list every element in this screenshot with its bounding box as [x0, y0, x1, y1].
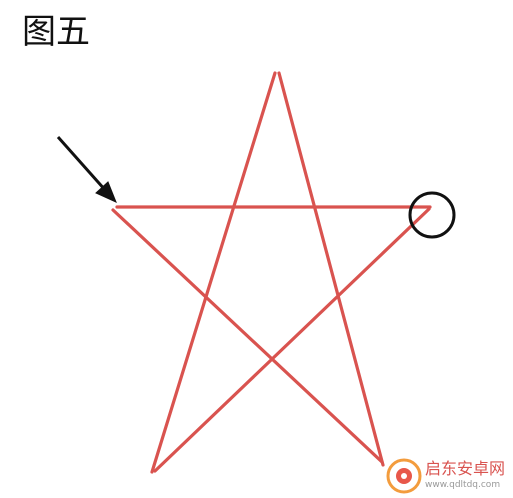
figure-title: 图五	[22, 12, 90, 52]
start-point-arrow-head	[95, 181, 117, 203]
watermark-logo-icon	[386, 458, 422, 494]
star-stroke-top-to-bottom-left	[150, 71, 277, 474]
star-stroke-left-to-bottom-right	[111, 208, 384, 464]
star-stroke-top-to-bottom-right	[277, 71, 385, 467]
start-point-arrow-shaft	[56, 136, 108, 192]
watermark: 启东安卓网 www.qdltdq.com	[385, 456, 509, 496]
end-point-circle-marker	[408, 191, 456, 239]
watermark-site-name: 启东安卓网	[425, 459, 506, 478]
watermark-site-url: www.qdltdq.com	[425, 480, 501, 490]
star-stroke-right-to-bottom-left	[153, 207, 431, 473]
